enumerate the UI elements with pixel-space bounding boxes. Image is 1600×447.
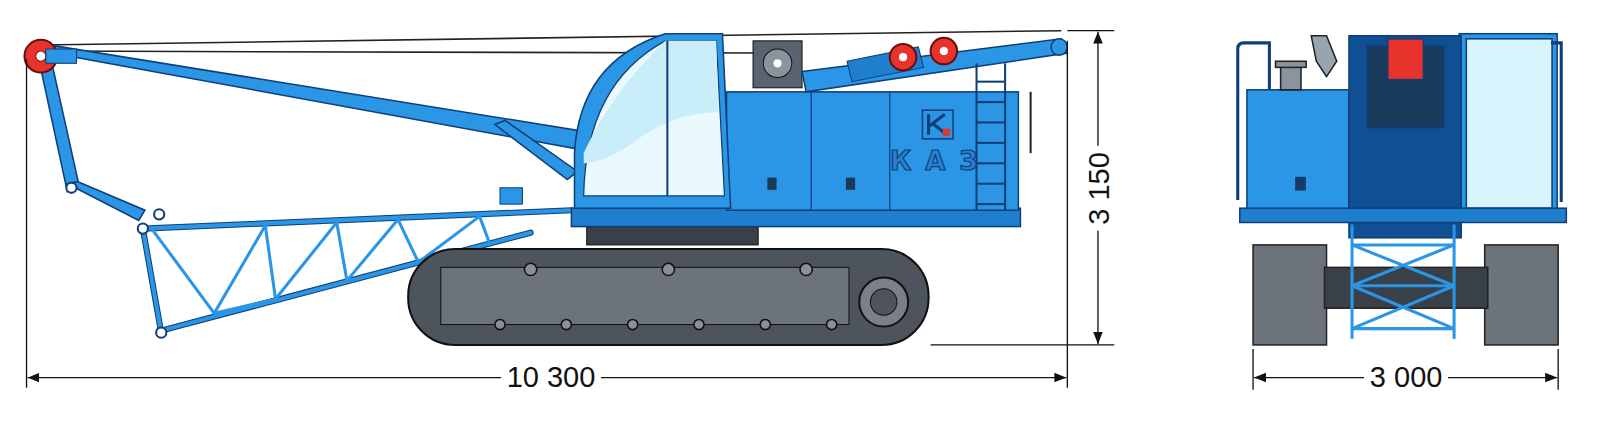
dimension-label: 3 000 [1364, 363, 1449, 392]
logo-text: КАЗ [890, 148, 992, 174]
dimension-label: 3 150 [1084, 146, 1113, 231]
dimension-label: 10 300 [501, 363, 602, 392]
